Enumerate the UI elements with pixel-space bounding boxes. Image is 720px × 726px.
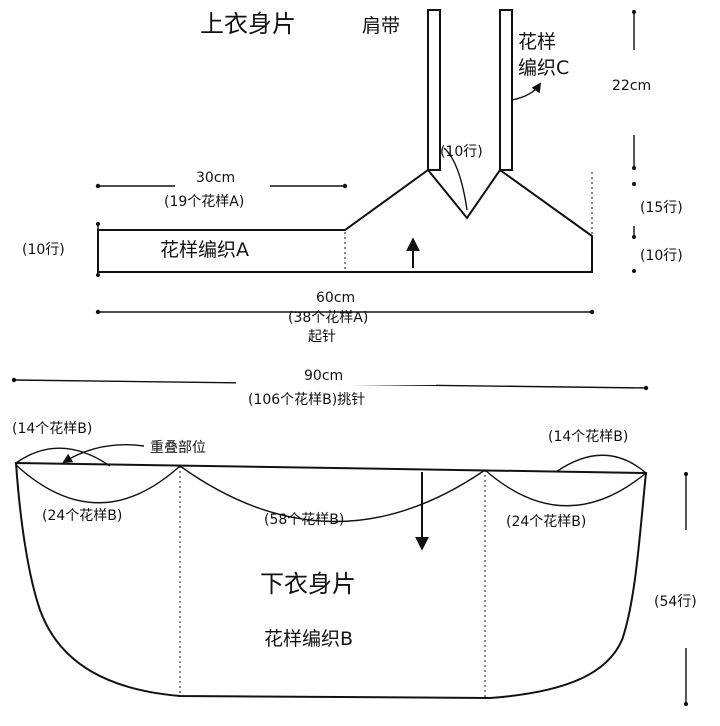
pattern-a-label: 花样编织A	[160, 239, 249, 261]
strap-label: 肩带	[362, 15, 400, 37]
lower-body-outline	[14, 461, 648, 700]
right-rows-bottom-label: (10行)	[640, 248, 683, 264]
left-overlap-arc	[15, 447, 111, 467]
right-overlap-arc	[555, 454, 647, 474]
left-rows-label: (10行)	[22, 242, 65, 258]
left-width-label: 30cm	[196, 170, 235, 186]
lower-title: 下衣身片	[260, 570, 356, 598]
right-top-repeats-label: (14个花样B)	[548, 429, 628, 445]
cast-on-label: 起针	[308, 329, 336, 345]
center-section-arc	[179, 465, 486, 523]
upper-title: 上衣身片	[200, 10, 296, 38]
overlap-pointer	[62, 444, 145, 464]
upper-body-outline	[97, 168, 593, 273]
lower-body-piece: 90cm (106个花样B)挑针 (14个花样B) 重叠部位 (14个花样B) …	[11, 367, 697, 706]
left-repeats-label: (19个花样A)	[164, 194, 244, 210]
height-rows-label: (54行)	[654, 594, 697, 610]
pattern-c-line1: 花样	[518, 31, 556, 53]
left-section-arc	[15, 464, 181, 504]
pattern-c-line2: 编织C	[518, 57, 569, 79]
strap-height-label: 22cm	[612, 78, 651, 94]
overlap-label: 重叠部位	[150, 440, 206, 456]
center-section-label: (58个花样B)	[264, 512, 344, 528]
bottom-repeats-label: (38个花样A)	[288, 310, 368, 326]
left-section-label: (24个花样B)	[42, 508, 122, 524]
upper-body-piece: 上衣身片 肩带 花样 编织C 22cm (10行) 30cm (19个花样A) …	[22, 9, 683, 345]
left-top-repeats-label: (14个花样B)	[12, 421, 92, 437]
bottom-width-label: 60cm	[316, 290, 355, 306]
pickup-repeats-label: (106个花样B)挑针	[248, 392, 365, 408]
pattern-c-pointer	[511, 82, 542, 101]
total-width-label: 90cm	[304, 368, 343, 384]
right-section-arc	[484, 469, 647, 507]
strap-rows-label: (10行)	[440, 144, 483, 160]
right-rows-top-label: (15行)	[640, 200, 683, 216]
pattern-b-label: 花样编织B	[264, 628, 353, 650]
right-section-label: (24个花样B)	[506, 514, 586, 530]
right-strap	[499, 9, 513, 171]
left-strap	[427, 9, 441, 171]
